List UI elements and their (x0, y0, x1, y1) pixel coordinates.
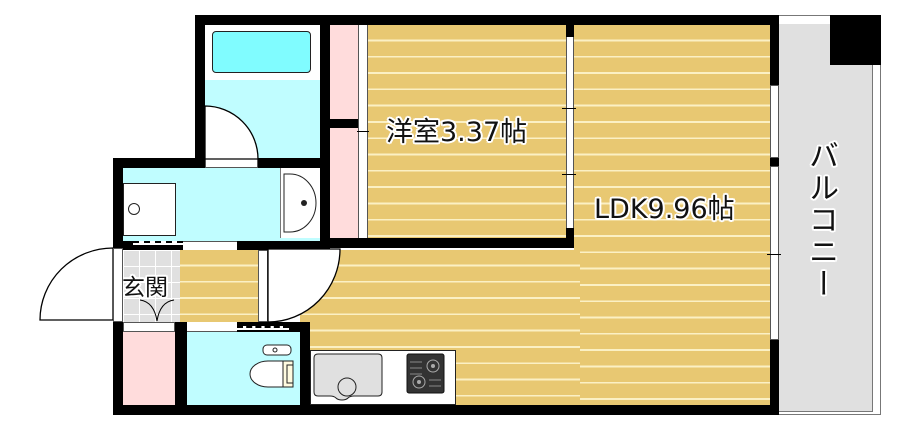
closet-door-mark (357, 131, 369, 132)
wall-wash-left (113, 158, 123, 250)
washbasin-bowl (283, 173, 317, 233)
wall-bottom (113, 405, 779, 415)
ldk-window-upper[interactable] (770, 85, 779, 158)
closet-lower (330, 128, 358, 238)
western-room-floor (368, 25, 568, 243)
toilet-folding-door[interactable] (237, 326, 289, 330)
hallway-floor (180, 250, 260, 322)
western-ldk-sliding-door[interactable] (566, 37, 574, 228)
wall-ldk-right (770, 15, 779, 85)
wall-bath-left (195, 15, 205, 165)
wall-western-ldk-stub (566, 15, 574, 37)
gas-stove (406, 353, 445, 394)
wall-ldk-right-mid (770, 158, 779, 166)
balcony-label: バルコニー (803, 140, 838, 300)
wall-ldk-right-low (770, 340, 779, 415)
bath-door-swing[interactable] (204, 105, 259, 160)
wall-wash-top (113, 158, 205, 168)
toilet-sill (187, 322, 237, 332)
wall-top (195, 15, 778, 25)
ldk-window-lower[interactable] (770, 166, 779, 340)
washroom-sill (183, 241, 237, 250)
window-mark (767, 254, 781, 255)
sliding-door-mark-2 (562, 174, 576, 175)
balcony-floor (779, 24, 873, 412)
entrance-door-frame (113, 248, 123, 322)
sliding-door-mark-1 (562, 108, 576, 109)
wall-shoe-toilet (175, 322, 187, 415)
ldk-door-jamb (258, 250, 268, 322)
kitchen-sink (313, 353, 383, 401)
washroom-folding-door[interactable] (133, 241, 183, 245)
entrance-sill (123, 322, 175, 332)
shoe-closet (123, 332, 175, 405)
toilet-icon (249, 344, 294, 388)
shoe-closet-doors[interactable] (139, 299, 175, 322)
wall-closet-divider (330, 119, 360, 128)
washing-machine-space (123, 183, 176, 236)
entrance-label: 玄関 (122, 275, 168, 301)
wall-entrance-left-bottom (113, 322, 123, 415)
wall-entrance-bottom-right (175, 322, 187, 332)
balcony-pillar (830, 15, 881, 65)
wall-bath-right (320, 15, 330, 250)
ldk-door-swing[interactable] (267, 248, 341, 323)
balcony (778, 15, 881, 415)
entrance-door-swing[interactable] (39, 247, 115, 322)
wall-wash-bottom-left (113, 241, 183, 250)
wall-toilet-right (300, 322, 310, 415)
wall-western-bottom (330, 238, 574, 248)
wall-bath-bottom-right (258, 158, 320, 168)
ldk-floor (574, 25, 770, 405)
wall-wash-bottom-right (237, 241, 330, 250)
drain-icon (128, 203, 140, 215)
wall-western-ldk-stub-bottom (566, 228, 574, 248)
bathtub-basin (212, 31, 311, 73)
western-room-label: 洋室3.37帖 (386, 117, 528, 148)
entrance-tile-floor (123, 250, 180, 322)
wall-entrance-bottom (113, 322, 123, 332)
closet-upper (330, 25, 358, 119)
ldk-label: LDK9.96帖 (594, 194, 735, 225)
